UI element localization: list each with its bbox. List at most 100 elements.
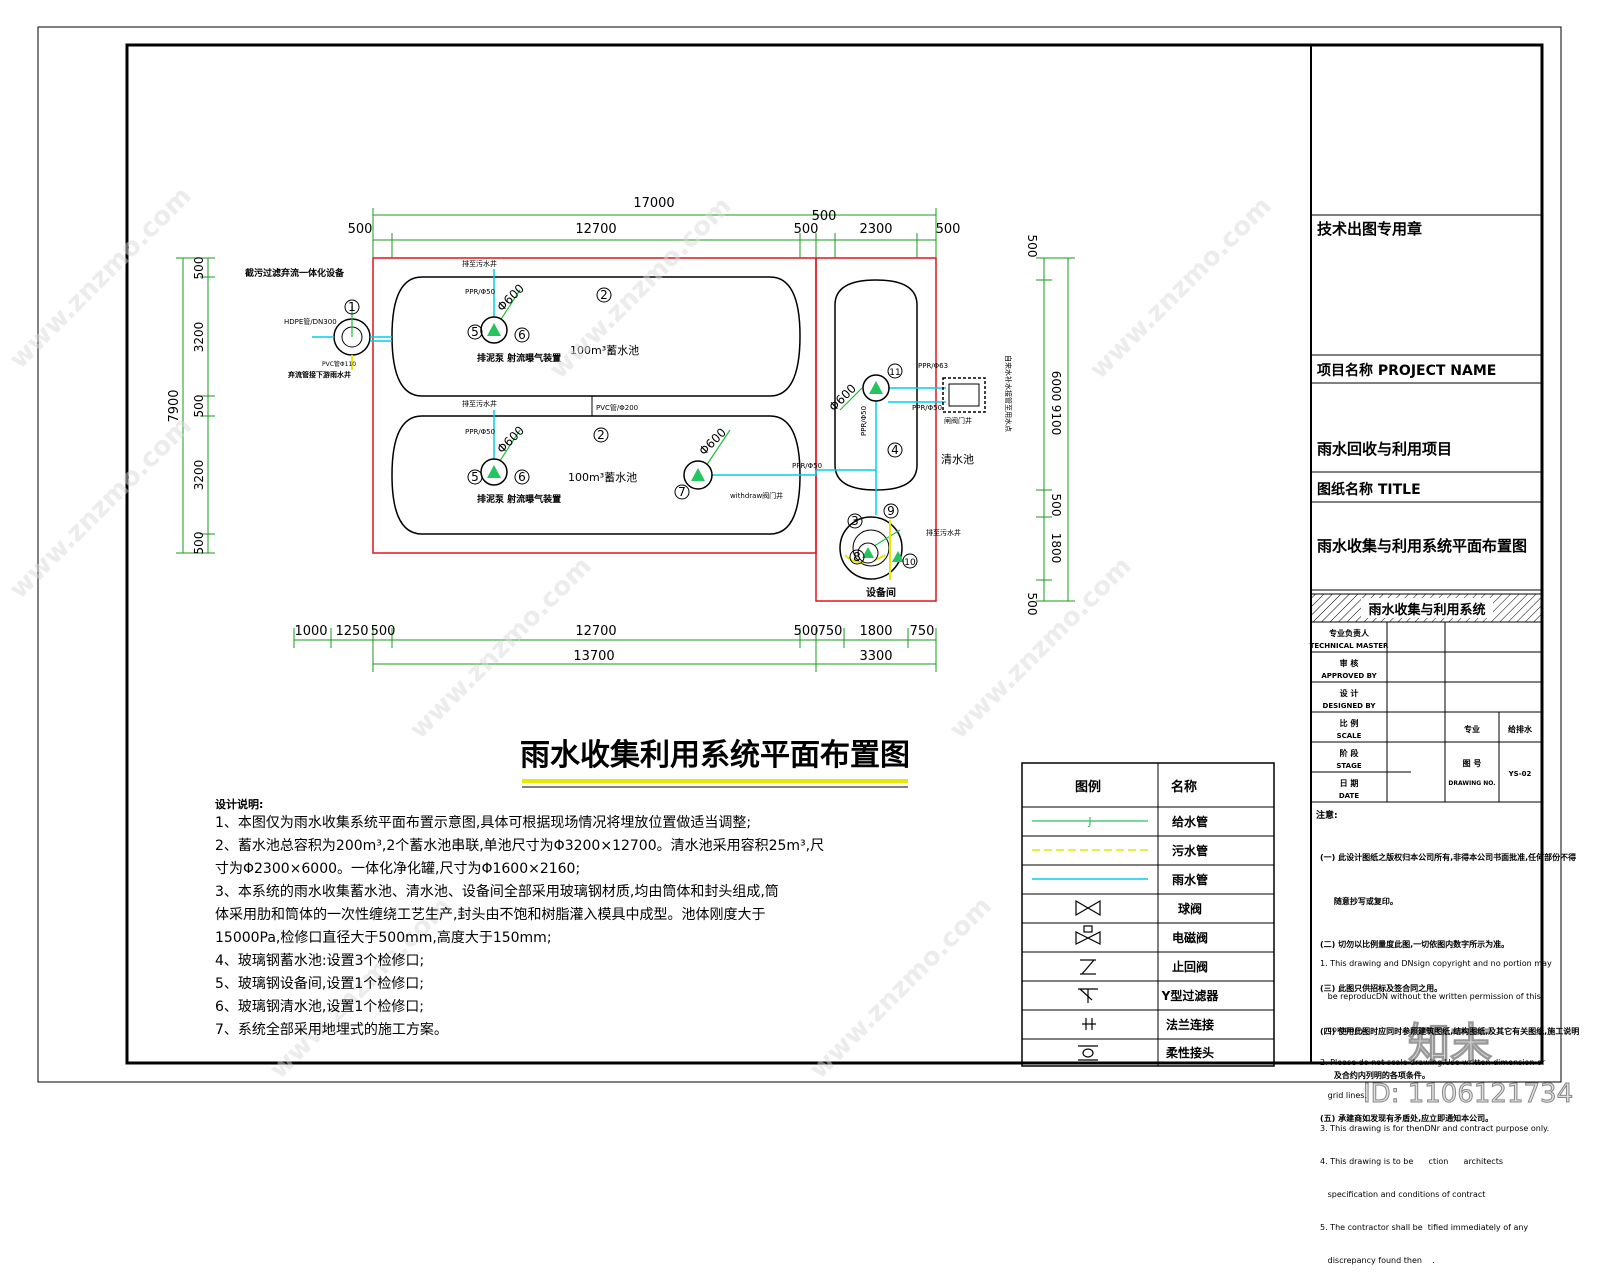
cn-note-line: (一) 此设计图纸之版权归本公司所有,非得本公司书面批准,任何部份不得	[1320, 853, 1577, 862]
clear-water-tank	[834, 279, 918, 491]
label-pump-aerator-2: 排泥泵 射流曝气装置	[477, 493, 561, 505]
label-ppr50-c: PPR/Φ50	[792, 462, 822, 470]
design-note-line: 寸为Φ2300×6000。一体化净化罐,尺寸为Φ1600×2160;	[215, 861, 581, 877]
project-name-label: 项目名称 PROJECT NAME	[1317, 362, 1496, 379]
legend-table	[1021, 762, 1275, 1067]
drawing-name: 雨水收集与利用系统平面布置图	[1317, 537, 1527, 555]
main-title: 雨水收集利用系统平面布置图	[520, 738, 910, 773]
part-number: 1	[348, 300, 356, 314]
dim-right-500b: 500	[1049, 494, 1063, 517]
label-tank-1: 100m³蓄水池	[570, 344, 639, 357]
part-number: 2	[600, 288, 608, 302]
tb-row-cn: 设 计	[1340, 688, 1359, 698]
rainwater-pipes	[312, 269, 946, 515]
dim-bot-1000: 1000	[294, 624, 327, 639]
dim-right-1800: 1800	[1049, 533, 1063, 564]
part-number: 11	[889, 368, 900, 378]
design-note-line: 6、玻璃钢清水池,设置1个检修口;	[215, 999, 424, 1015]
legend-name-sewage: 污水管	[1172, 843, 1208, 858]
dim-bot-3300: 3300	[859, 649, 892, 664]
cn-note-line: 及合约内列明的各项条件。	[1320, 1070, 1430, 1080]
cad-drawing: 17000 500 12700 500 500 2300 500 1000 12…	[4, 26, 1574, 1110]
legend-j-symbol: J	[1087, 815, 1091, 828]
watermark-logo: 知末	[1408, 1019, 1492, 1068]
label-valve-well-2: 闸阀门井	[944, 416, 972, 425]
tb-row-en: APPROVED BY	[1321, 672, 1377, 680]
legend-header-symbol: 图例	[1075, 779, 1101, 795]
dim-right-6000: 6000	[1049, 371, 1063, 402]
part-number: 7	[678, 485, 686, 499]
dim-bot-13700: 13700	[573, 649, 614, 664]
dim-top-500b: 500	[794, 222, 819, 237]
cn-note-line: (二) 切勿以比例量度此图,一切依图内数字所示为准。	[1320, 940, 1510, 949]
dim-left-3200b: 3200	[192, 460, 206, 491]
storage-tank-1	[391, 276, 801, 397]
watermark-site: www.znzmo.com	[4, 181, 198, 375]
dim-left-3200a: 3200	[192, 322, 206, 353]
label-pvc110: PVC管Φ110	[322, 360, 356, 368]
part-number: 8	[853, 550, 861, 564]
dim-top-500c: 500	[812, 209, 837, 224]
dim-top-2300: 2300	[859, 222, 892, 237]
equipment-room	[839, 516, 903, 580]
cn-note-line: (三) 此图只供招标及签合同之用。	[1320, 983, 1443, 993]
en-note-line: be reproducDN without the written permis…	[1320, 992, 1541, 1001]
dim-bot-1800: 1800	[859, 624, 892, 639]
dim-left-500b: 500	[192, 395, 206, 418]
storage-tank-2	[391, 415, 801, 535]
watermark-id: ID: 1106121734	[1363, 1079, 1573, 1109]
label-phi600-c: Φ600	[696, 425, 729, 458]
design-note-line: 7、系统全部采用地埋式的施工方案。	[215, 1022, 448, 1038]
label-phi600-a: Φ600	[494, 281, 527, 314]
en-note-line: 3. This drawing is for thenDNr and contr…	[1320, 1124, 1550, 1133]
cn-note-line: 随意抄写或复印。	[1320, 896, 1398, 906]
label-phi600-b: Φ600	[494, 423, 527, 456]
en-note-line: 2. Please do not scale drawing.Use writt…	[1320, 1058, 1546, 1067]
label-ppr50-a: PPR/Φ50	[465, 288, 495, 296]
label-valve-well-1: withdraw阀门井	[730, 491, 783, 500]
cn-note-line: (四) 使用此图时应同时参照建筑图纸,结构图纸,及其它有关图纸,施工说明	[1320, 1027, 1580, 1036]
drawing-no-label-en: DRAWING NO.	[1448, 780, 1495, 787]
watermark-site: www.znzmo.com	[404, 551, 598, 745]
dim-left-total: 7900	[167, 389, 182, 422]
valve-well-right	[942, 377, 986, 413]
tb-row-en: SCALE	[1337, 732, 1362, 740]
pumps	[480, 316, 904, 564]
cn-note-line: (五) 承建商如发现有矛盾处,应立即通知本公司。	[1320, 1114, 1494, 1123]
system-banner: 雨水收集与利用系统	[1368, 602, 1485, 618]
drawing-name-label: 图纸名称 TITLE	[1317, 481, 1421, 498]
part-number: 5	[471, 325, 479, 339]
en-note-line: discrepancy found then .	[1320, 1256, 1435, 1265]
storage-area-frame	[372, 257, 817, 554]
design-note-line: 4、玻璃钢蓄水池:设置3个检修口;	[215, 953, 425, 969]
tb-row-en: TECHNICAL MASTER	[1310, 642, 1389, 650]
dim-top-500d: 500	[936, 222, 961, 237]
project-name: 雨水回收与利用项目	[1317, 440, 1452, 458]
label-pvc200: PVC管/Φ200	[596, 403, 638, 412]
label-filter-device: 截污过滤弃流一体化设备	[245, 267, 345, 279]
dim-top-12700: 12700	[575, 222, 616, 237]
part-number: 9	[887, 504, 895, 518]
en-note-line: 4. This drawing is to be ction architect…	[1320, 1157, 1504, 1166]
dimension-lines	[176, 208, 1075, 672]
tb-row-en: STAGE	[1336, 762, 1361, 770]
label-auto-water: 自来水补水接管至用水点	[1004, 355, 1013, 432]
legend-header-name: 名称	[1171, 779, 1197, 795]
tb-row-en: DESIGNED BY	[1323, 702, 1377, 710]
tb-row-en: DATE	[1339, 792, 1359, 800]
watermark-site: www.znzmo.com	[544, 191, 738, 385]
en-note-line: grid lines.	[1320, 1091, 1367, 1100]
en-note-line: specification and conditions of contract	[1320, 1190, 1486, 1199]
part-number: 5	[471, 470, 479, 484]
dim-bot-750a: 750	[818, 624, 843, 639]
legend-name-check: 止回阀	[1172, 959, 1208, 974]
dim-bot-500b: 500	[794, 624, 819, 639]
watermark-site: www.znzmo.com	[1084, 191, 1278, 385]
legend-name-ball-valve: 球阀	[1178, 901, 1202, 916]
label-clear-tank: 清水池	[941, 453, 974, 466]
design-notes-title: 设计说明:	[215, 798, 264, 811]
dim-left-500a: 500	[192, 257, 206, 280]
en-note-line: 5. The contractor shall be tified immedi…	[1320, 1223, 1529, 1232]
drawing-no: YS-02	[1508, 770, 1532, 778]
dim-bot-1250: 1250	[335, 624, 368, 639]
